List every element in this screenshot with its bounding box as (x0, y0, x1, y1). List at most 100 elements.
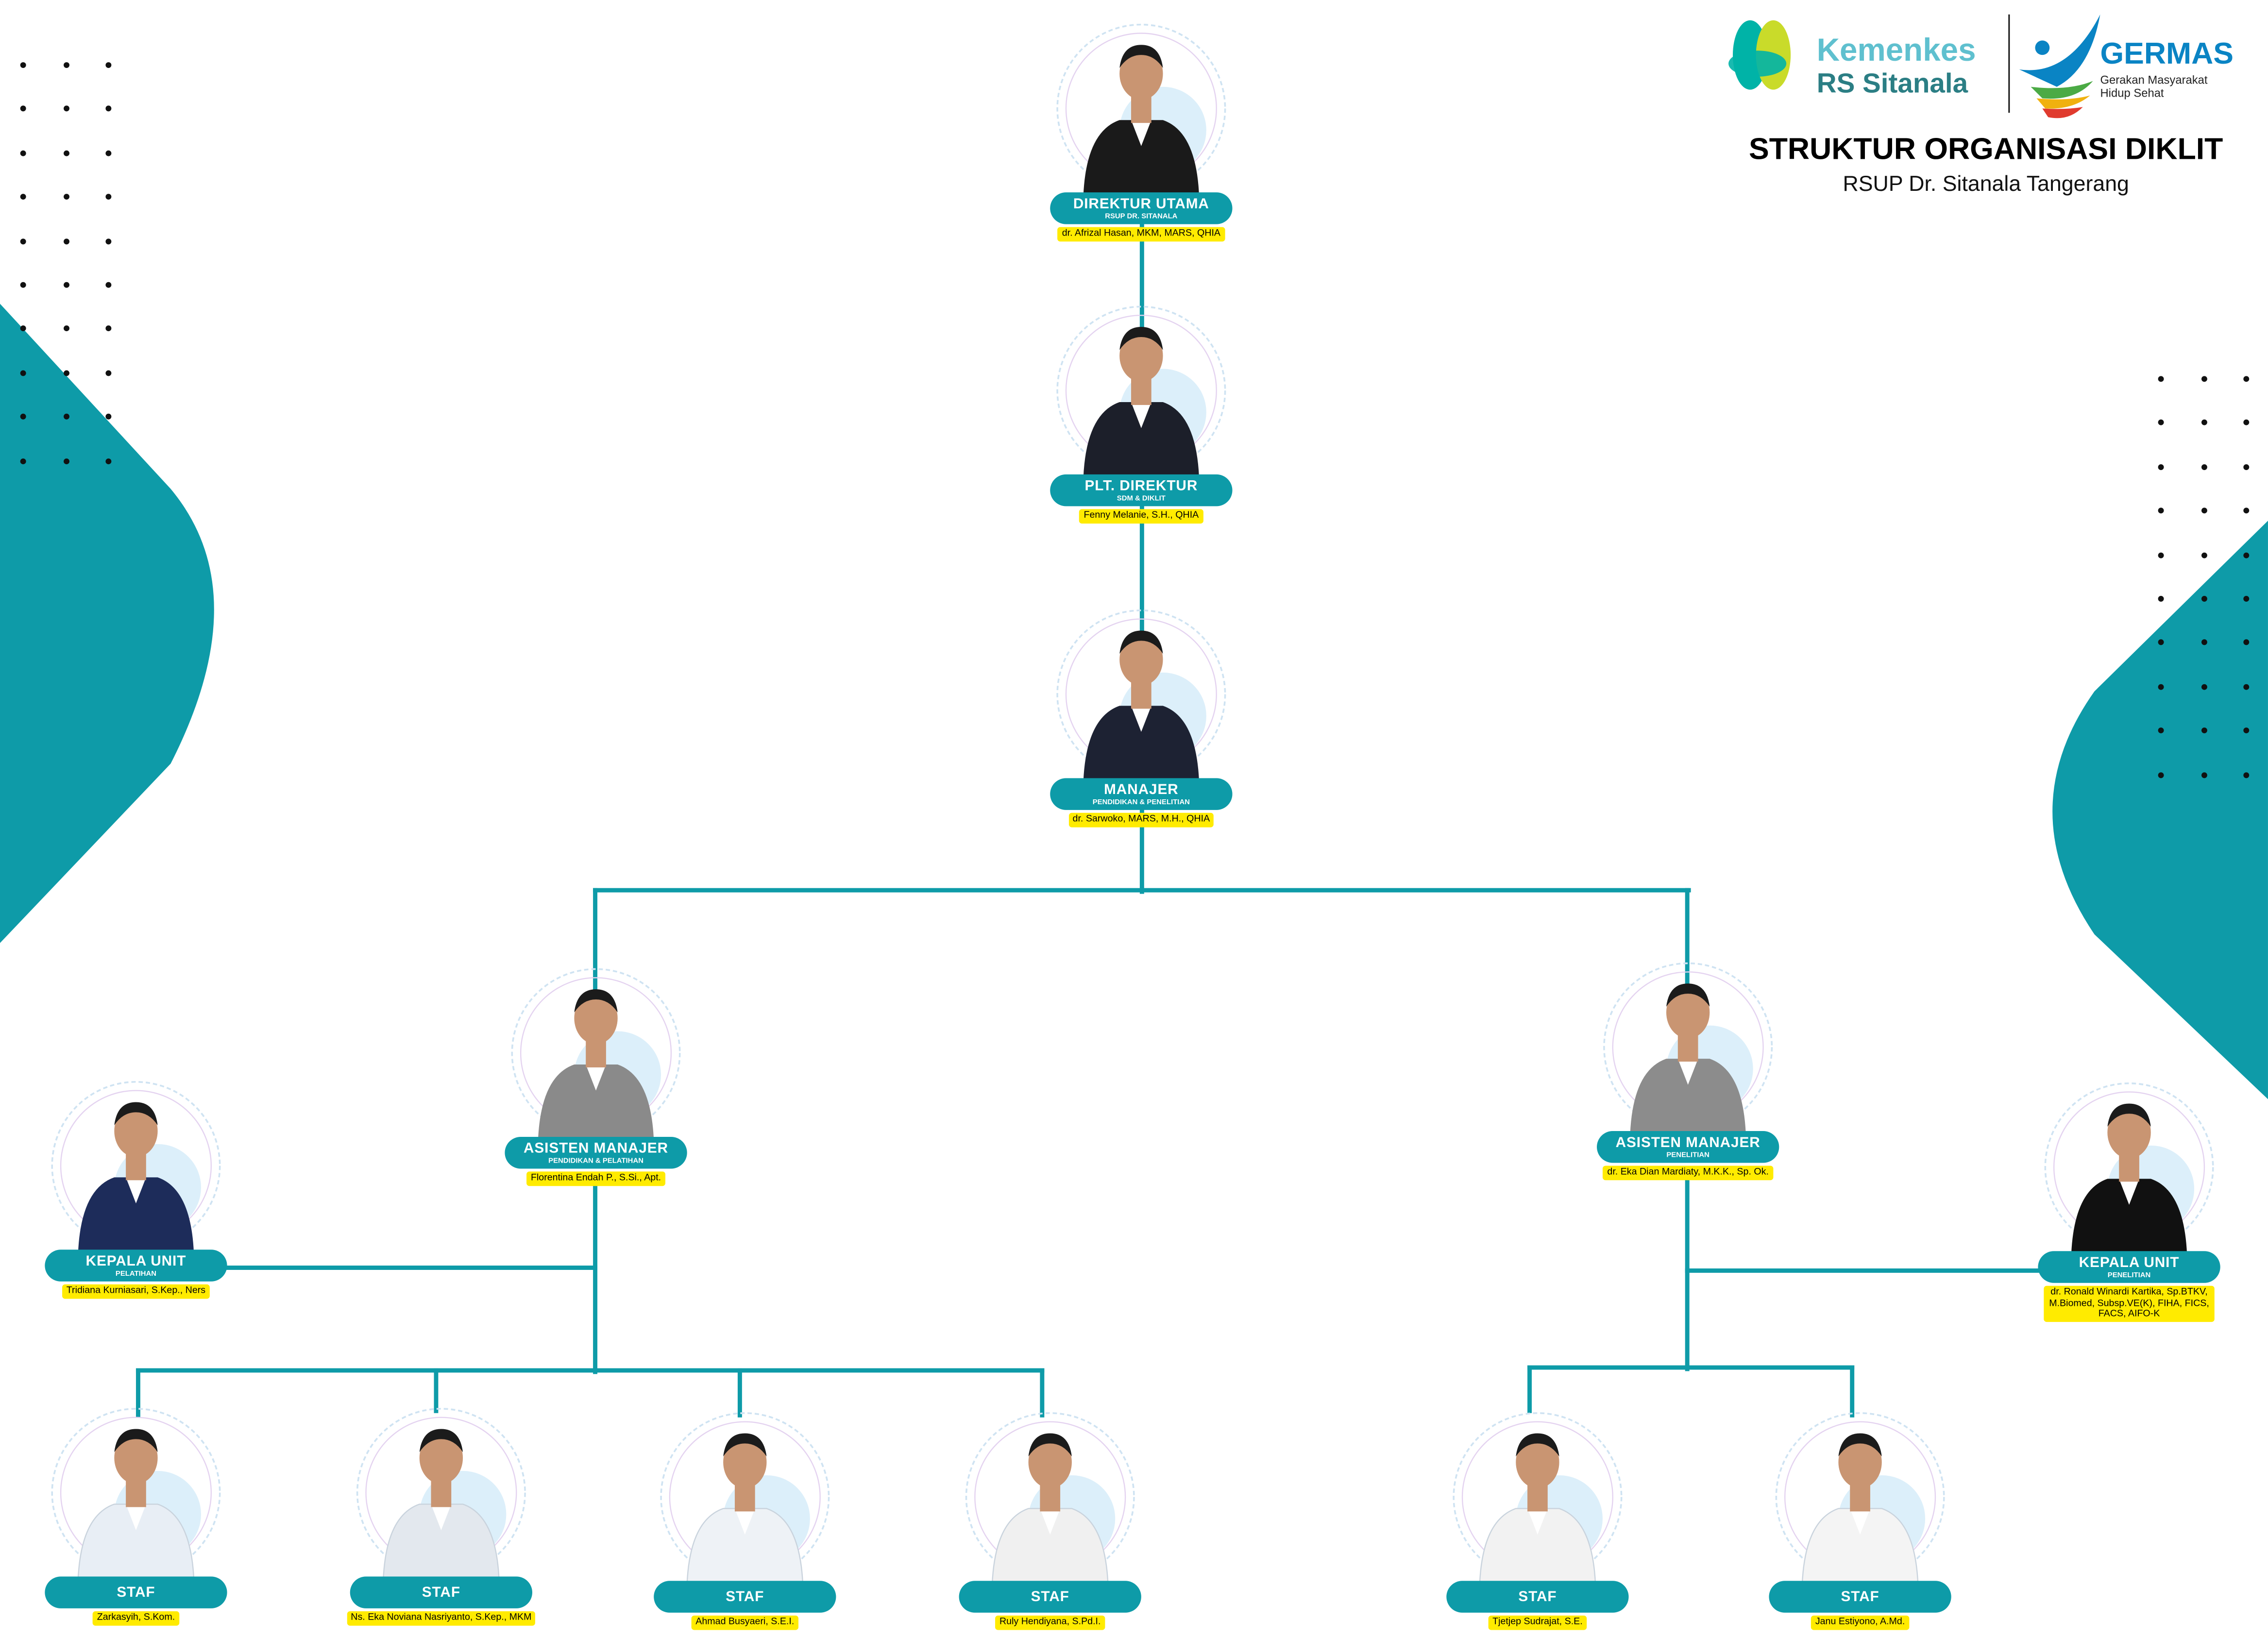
org-node: KEPALA UNIT PENELITIAN dr. Ronald Winard… (2035, 1066, 2223, 1321)
right-teal-shape (2052, 521, 2268, 1099)
position-title: MANAJER (1104, 781, 1179, 798)
decor-dot (2200, 640, 2207, 646)
position-unit: PENDIDIKAN & PELATIHAN (548, 1156, 643, 1166)
position-title: STAF (1031, 1588, 1069, 1605)
connector-line (1684, 1267, 2045, 1272)
decor-dot (2243, 376, 2250, 382)
connector-line (1139, 222, 1144, 894)
position-label: STAF (654, 1581, 836, 1613)
decor-dot (20, 238, 26, 244)
decor-dot (20, 150, 26, 156)
position-title: ASISTEN MANAJER (1615, 1134, 1760, 1151)
person-photo (1056, 609, 1226, 781)
decor-dot (105, 238, 112, 244)
position-label: KEPALA UNIT PENELITIAN (2038, 1251, 2220, 1283)
person-name: dr. Ronald Winardi Kartika, Sp.BTKV, M.B… (2044, 1285, 2215, 1321)
decor-dot (105, 62, 112, 68)
position-title: STAF (422, 1584, 460, 1601)
decor-dot (20, 194, 26, 200)
person-name: Tjetjep Sudrajat, S.E. (1488, 1615, 1587, 1630)
decor-dot (63, 62, 69, 68)
decor-dot (2158, 640, 2164, 646)
person-photo (2044, 1082, 2214, 1254)
decor-dot (20, 106, 26, 112)
decor-dot (2200, 420, 2207, 426)
decor-dot (20, 62, 26, 68)
person-name: Janu Estiyono, A.Md. (1811, 1615, 1910, 1630)
decor-dot (2243, 420, 2250, 426)
decor-dot (2243, 684, 2250, 690)
decor-dot (2243, 552, 2250, 558)
position-unit: RSUP DR. SITANALA (1105, 212, 1178, 221)
connector-line (1526, 1365, 1854, 1369)
germas-tagline-2: Hidup Sehat (2100, 87, 2164, 100)
person-name: Fenny Melanie, S.H., QHIA (1079, 509, 1203, 524)
connector-line (1849, 1365, 1854, 1417)
decor-dot (2158, 464, 2164, 470)
org-node: MANAJER PENDIDIKAN & PENELITIAN dr. Sarw… (1047, 593, 1235, 828)
decor-dot (63, 370, 69, 376)
person-photo (51, 1081, 221, 1253)
kemenkes-logo-icon (1728, 20, 1791, 90)
decor-dot (105, 150, 112, 156)
person-name: Zarkasyih, S.Kom. (92, 1611, 180, 1626)
decor-dot (2200, 772, 2207, 778)
connector-line (135, 1367, 1044, 1372)
page-title: STRUKTUR ORGANISASI DIKLIT (1748, 133, 2223, 167)
decor-dot (2200, 727, 2207, 734)
decor-dot (2243, 596, 2250, 602)
org-node: DIREKTUR UTAMA RSUP DR. SITANALA dr. Afr… (1047, 7, 1235, 242)
left-teal-shape (0, 304, 214, 943)
decor-dot (63, 282, 69, 288)
decor-dot (63, 150, 69, 156)
decor-dot (20, 370, 26, 376)
decor-dot (2158, 596, 2164, 602)
germas-logo-icon (2019, 14, 2100, 118)
decor-dot (2158, 420, 2164, 426)
person-name: Ns. Eka Noviana Nasriyanto, S.Kep., MKM (346, 1611, 536, 1626)
position-label: STAF (45, 1576, 227, 1608)
person-photo (1056, 305, 1226, 477)
decor-dot (2158, 507, 2164, 514)
position-unit: PELATIHAN (115, 1269, 157, 1278)
person-photo (511, 968, 681, 1140)
connector-line (592, 887, 1691, 892)
connector-line (222, 1265, 597, 1269)
decor-dot (2243, 464, 2250, 470)
decor-dot (105, 194, 112, 200)
position-title: STAF (117, 1584, 155, 1601)
org-node: STAF Zarkasyih, S.Kom. (42, 1391, 230, 1626)
decor-dot (20, 326, 26, 332)
position-label: STAF (1769, 1581, 1951, 1613)
decor-dot (63, 106, 69, 112)
position-unit: PENDIDIKAN & PENELITIAN (1092, 797, 1190, 807)
decor-dot (2200, 552, 2207, 558)
person-name: Ruly Hendiyana, S.Pd.I. (995, 1615, 1105, 1630)
position-title: KEPALA UNIT (85, 1253, 186, 1269)
decor-dot (105, 414, 112, 420)
position-label: STAF (350, 1576, 533, 1608)
org-node: KEPALA UNIT PELATIHAN Tridiana Kurniasar… (42, 1065, 230, 1299)
decor-dot (63, 326, 69, 332)
person-name: Tridiana Kurniasari, S.Kep., Ners (62, 1284, 210, 1299)
logo-rs: RS Sitanala (1817, 68, 1968, 99)
connector-line (1684, 1178, 1689, 1370)
position-label: DIREKTUR UTAMA RSUP DR. SITANALA (1050, 192, 1233, 224)
decor-dot (105, 370, 112, 376)
person-photo (965, 1412, 1135, 1584)
org-node: STAF Tjetjep Sudrajat, S.E. (1443, 1396, 1631, 1630)
header-logos: Kemenkes RS Sitanala GERMAS Gerakan Masy… (1728, 14, 2234, 118)
decor-dot (2243, 727, 2250, 734)
position-unit: SDM & DIKLIT (1117, 494, 1166, 503)
person-photo (1056, 23, 1226, 196)
decor-dot (2158, 552, 2164, 558)
decor-dot (20, 414, 26, 420)
decor-dot (2200, 464, 2207, 470)
position-title: STAF (726, 1588, 764, 1605)
person-photo (1453, 1412, 1623, 1584)
org-node: PLT. DIREKTUR SDM & DIKLIT Fenny Melanie… (1047, 289, 1235, 524)
position-unit: PENELITIAN (1666, 1150, 1709, 1160)
person-name: Ahmad Busyaeri, S.E.I. (691, 1615, 799, 1630)
